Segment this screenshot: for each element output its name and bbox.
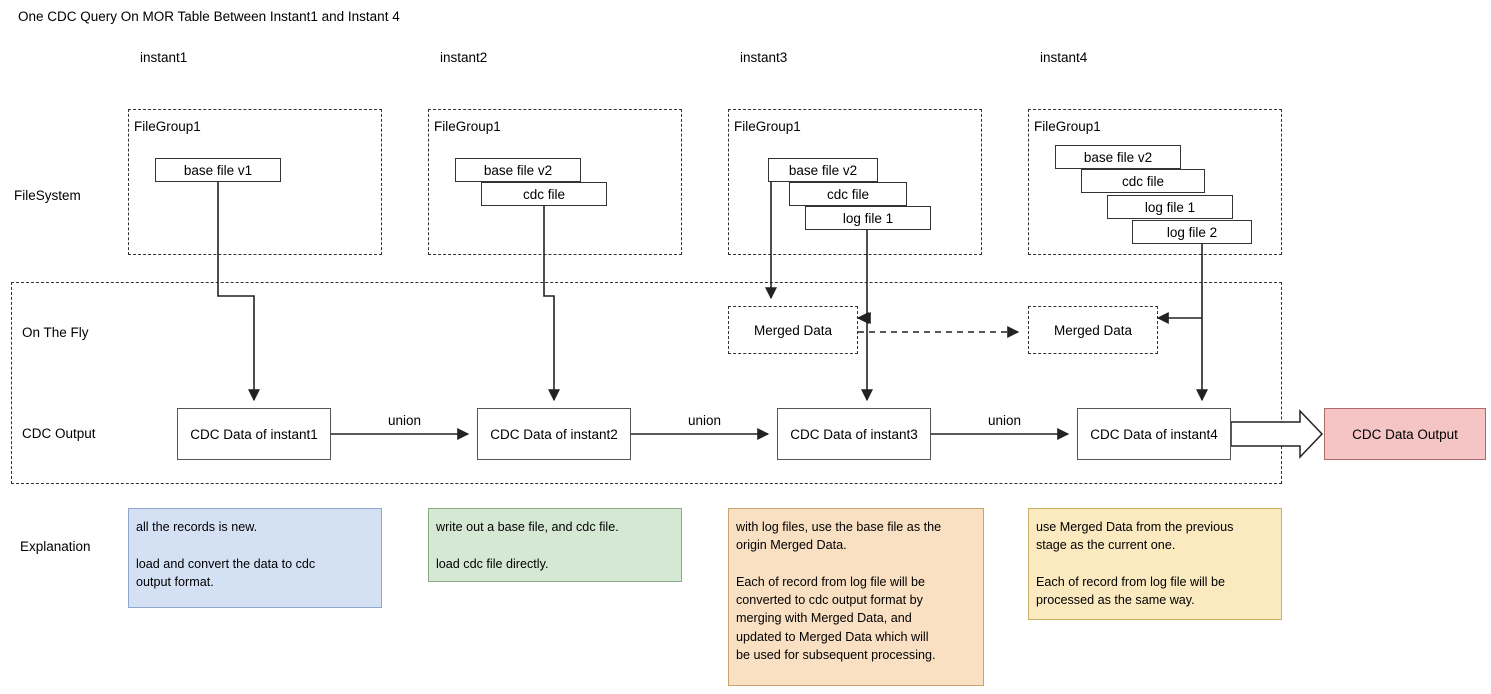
- merged-data-box-instant3[interactable]: Merged Data: [728, 306, 858, 354]
- explanation-box-instant4: use Merged Data from the previous stage …: [1028, 508, 1282, 620]
- cdc-data-box-instant4[interactable]: CDC Data of instant4: [1077, 408, 1231, 460]
- file-box-cdc-file[interactable]: cdc file: [1081, 169, 1205, 193]
- filegroup-instant3: FileGroup1: [728, 109, 982, 255]
- file-box-cdc-file[interactable]: cdc file: [481, 182, 607, 206]
- explanation-box-instant2: write out a base file, and cdc file. loa…: [428, 508, 682, 582]
- union-label-3: union: [985, 412, 1025, 431]
- file-box-log-file-2[interactable]: log file 2: [1132, 220, 1252, 244]
- filegroup-instant2: FileGroup1: [428, 109, 682, 255]
- column-label-instant3: instant3: [740, 50, 788, 65]
- merged-data-box-instant4[interactable]: Merged Data: [1028, 306, 1158, 354]
- cdc-data-box-instant1[interactable]: CDC Data of instant1: [177, 408, 331, 460]
- filegroup-title: FileGroup1: [1034, 119, 1101, 134]
- row-label-cdc-output: CDC Output: [22, 426, 96, 441]
- union-label-1: union: [385, 412, 425, 431]
- file-box-base-file-v2[interactable]: base file v2: [768, 158, 878, 182]
- filegroup-title: FileGroup1: [434, 119, 501, 134]
- file-box-log-file-1[interactable]: log file 1: [1107, 195, 1233, 219]
- file-box-log-file-1[interactable]: log file 1: [805, 206, 931, 230]
- column-label-instant2: instant2: [440, 50, 488, 65]
- cdc-data-box-instant2[interactable]: CDC Data of instant2: [477, 408, 631, 460]
- filegroup-title: FileGroup1: [134, 119, 201, 134]
- row-label-filesystem: FileSystem: [14, 188, 81, 203]
- cdc-data-output-box[interactable]: CDC Data Output: [1324, 408, 1486, 460]
- filegroup-instant1: FileGroup1: [128, 109, 382, 255]
- column-label-instant4: instant4: [1040, 50, 1088, 65]
- row-label-explanation: Explanation: [20, 539, 91, 554]
- file-box-base-file-v2[interactable]: base file v2: [1055, 145, 1181, 169]
- cdc-data-box-instant3[interactable]: CDC Data of instant3: [777, 408, 931, 460]
- explanation-box-instant1: all the records is new. load and convert…: [128, 508, 382, 608]
- page-title: One CDC Query On MOR Table Between Insta…: [18, 9, 400, 24]
- explanation-box-instant3: with log files, use the base file as the…: [728, 508, 984, 686]
- file-box-base-file-v2[interactable]: base file v2: [455, 158, 581, 182]
- filegroup-instant4: FileGroup1: [1028, 109, 1282, 255]
- file-box-base-file-v1[interactable]: base file v1: [155, 158, 281, 182]
- row-label-on-the-fly: On The Fly: [22, 325, 89, 340]
- file-box-cdc-file[interactable]: cdc file: [789, 182, 907, 206]
- column-label-instant1: instant1: [140, 50, 188, 65]
- filegroup-title: FileGroup1: [734, 119, 801, 134]
- union-label-2: union: [685, 412, 725, 431]
- on-the-fly-cdc-container: [11, 282, 1282, 484]
